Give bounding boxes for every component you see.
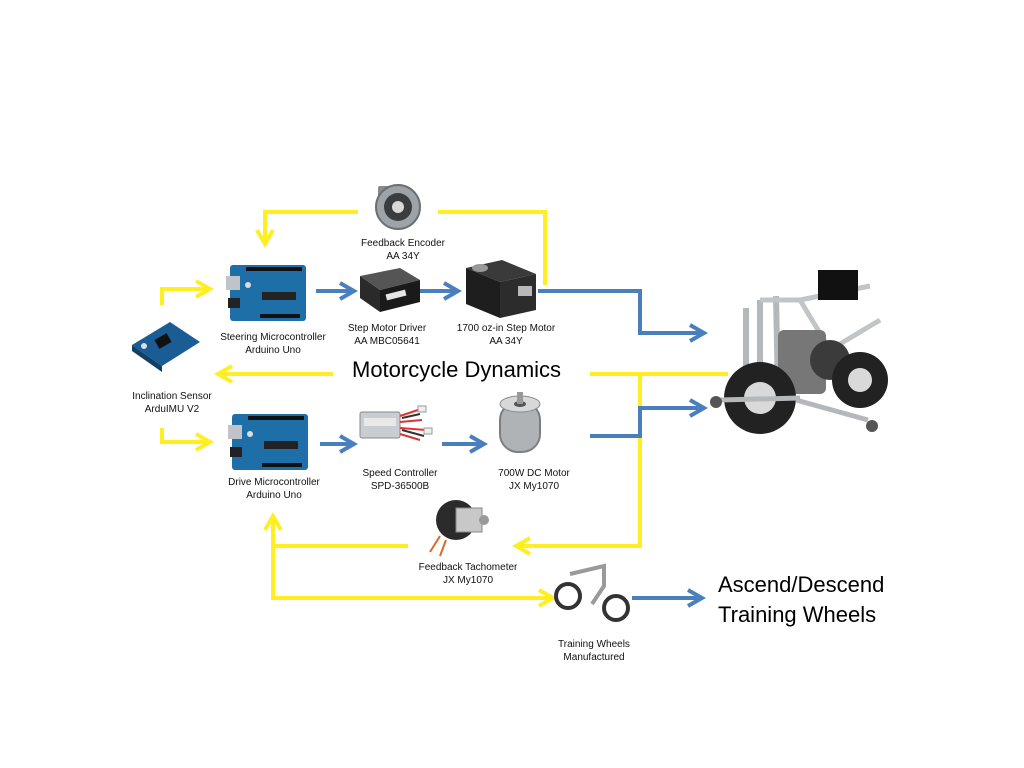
motorcycle-icon xyxy=(710,270,888,434)
page-title: Motorcycle Dynamics xyxy=(348,357,566,383)
arduino-board-icon xyxy=(226,265,306,321)
rotary-encoder-icon xyxy=(375,184,421,230)
stepmotor-to-encoder-line xyxy=(438,210,547,285)
training-wheels-icon xyxy=(554,563,630,622)
speed-controller-icon xyxy=(359,405,433,441)
tachometer-icon xyxy=(429,500,489,557)
arduino-board-icon xyxy=(228,414,308,470)
dcmotor-to-motorcycle-line xyxy=(590,398,709,438)
motorcycle-to-tacho-line xyxy=(511,372,728,556)
tacho-to-drive-line xyxy=(263,511,408,548)
stepper-motor-icon xyxy=(466,260,536,318)
encoder-to-steering-line xyxy=(255,210,358,249)
motor-driver-icon xyxy=(360,268,420,312)
feedback-lines xyxy=(160,210,728,608)
imu-to-drive-line xyxy=(160,428,215,452)
signal-lines xyxy=(316,281,709,608)
stepmotor-to-motorcycle-line xyxy=(538,289,709,343)
imu-to-steering-line xyxy=(160,279,215,305)
imu-board-icon xyxy=(132,322,200,372)
dc-motor-icon xyxy=(499,392,541,453)
drive-to-wheels-line xyxy=(271,546,558,608)
